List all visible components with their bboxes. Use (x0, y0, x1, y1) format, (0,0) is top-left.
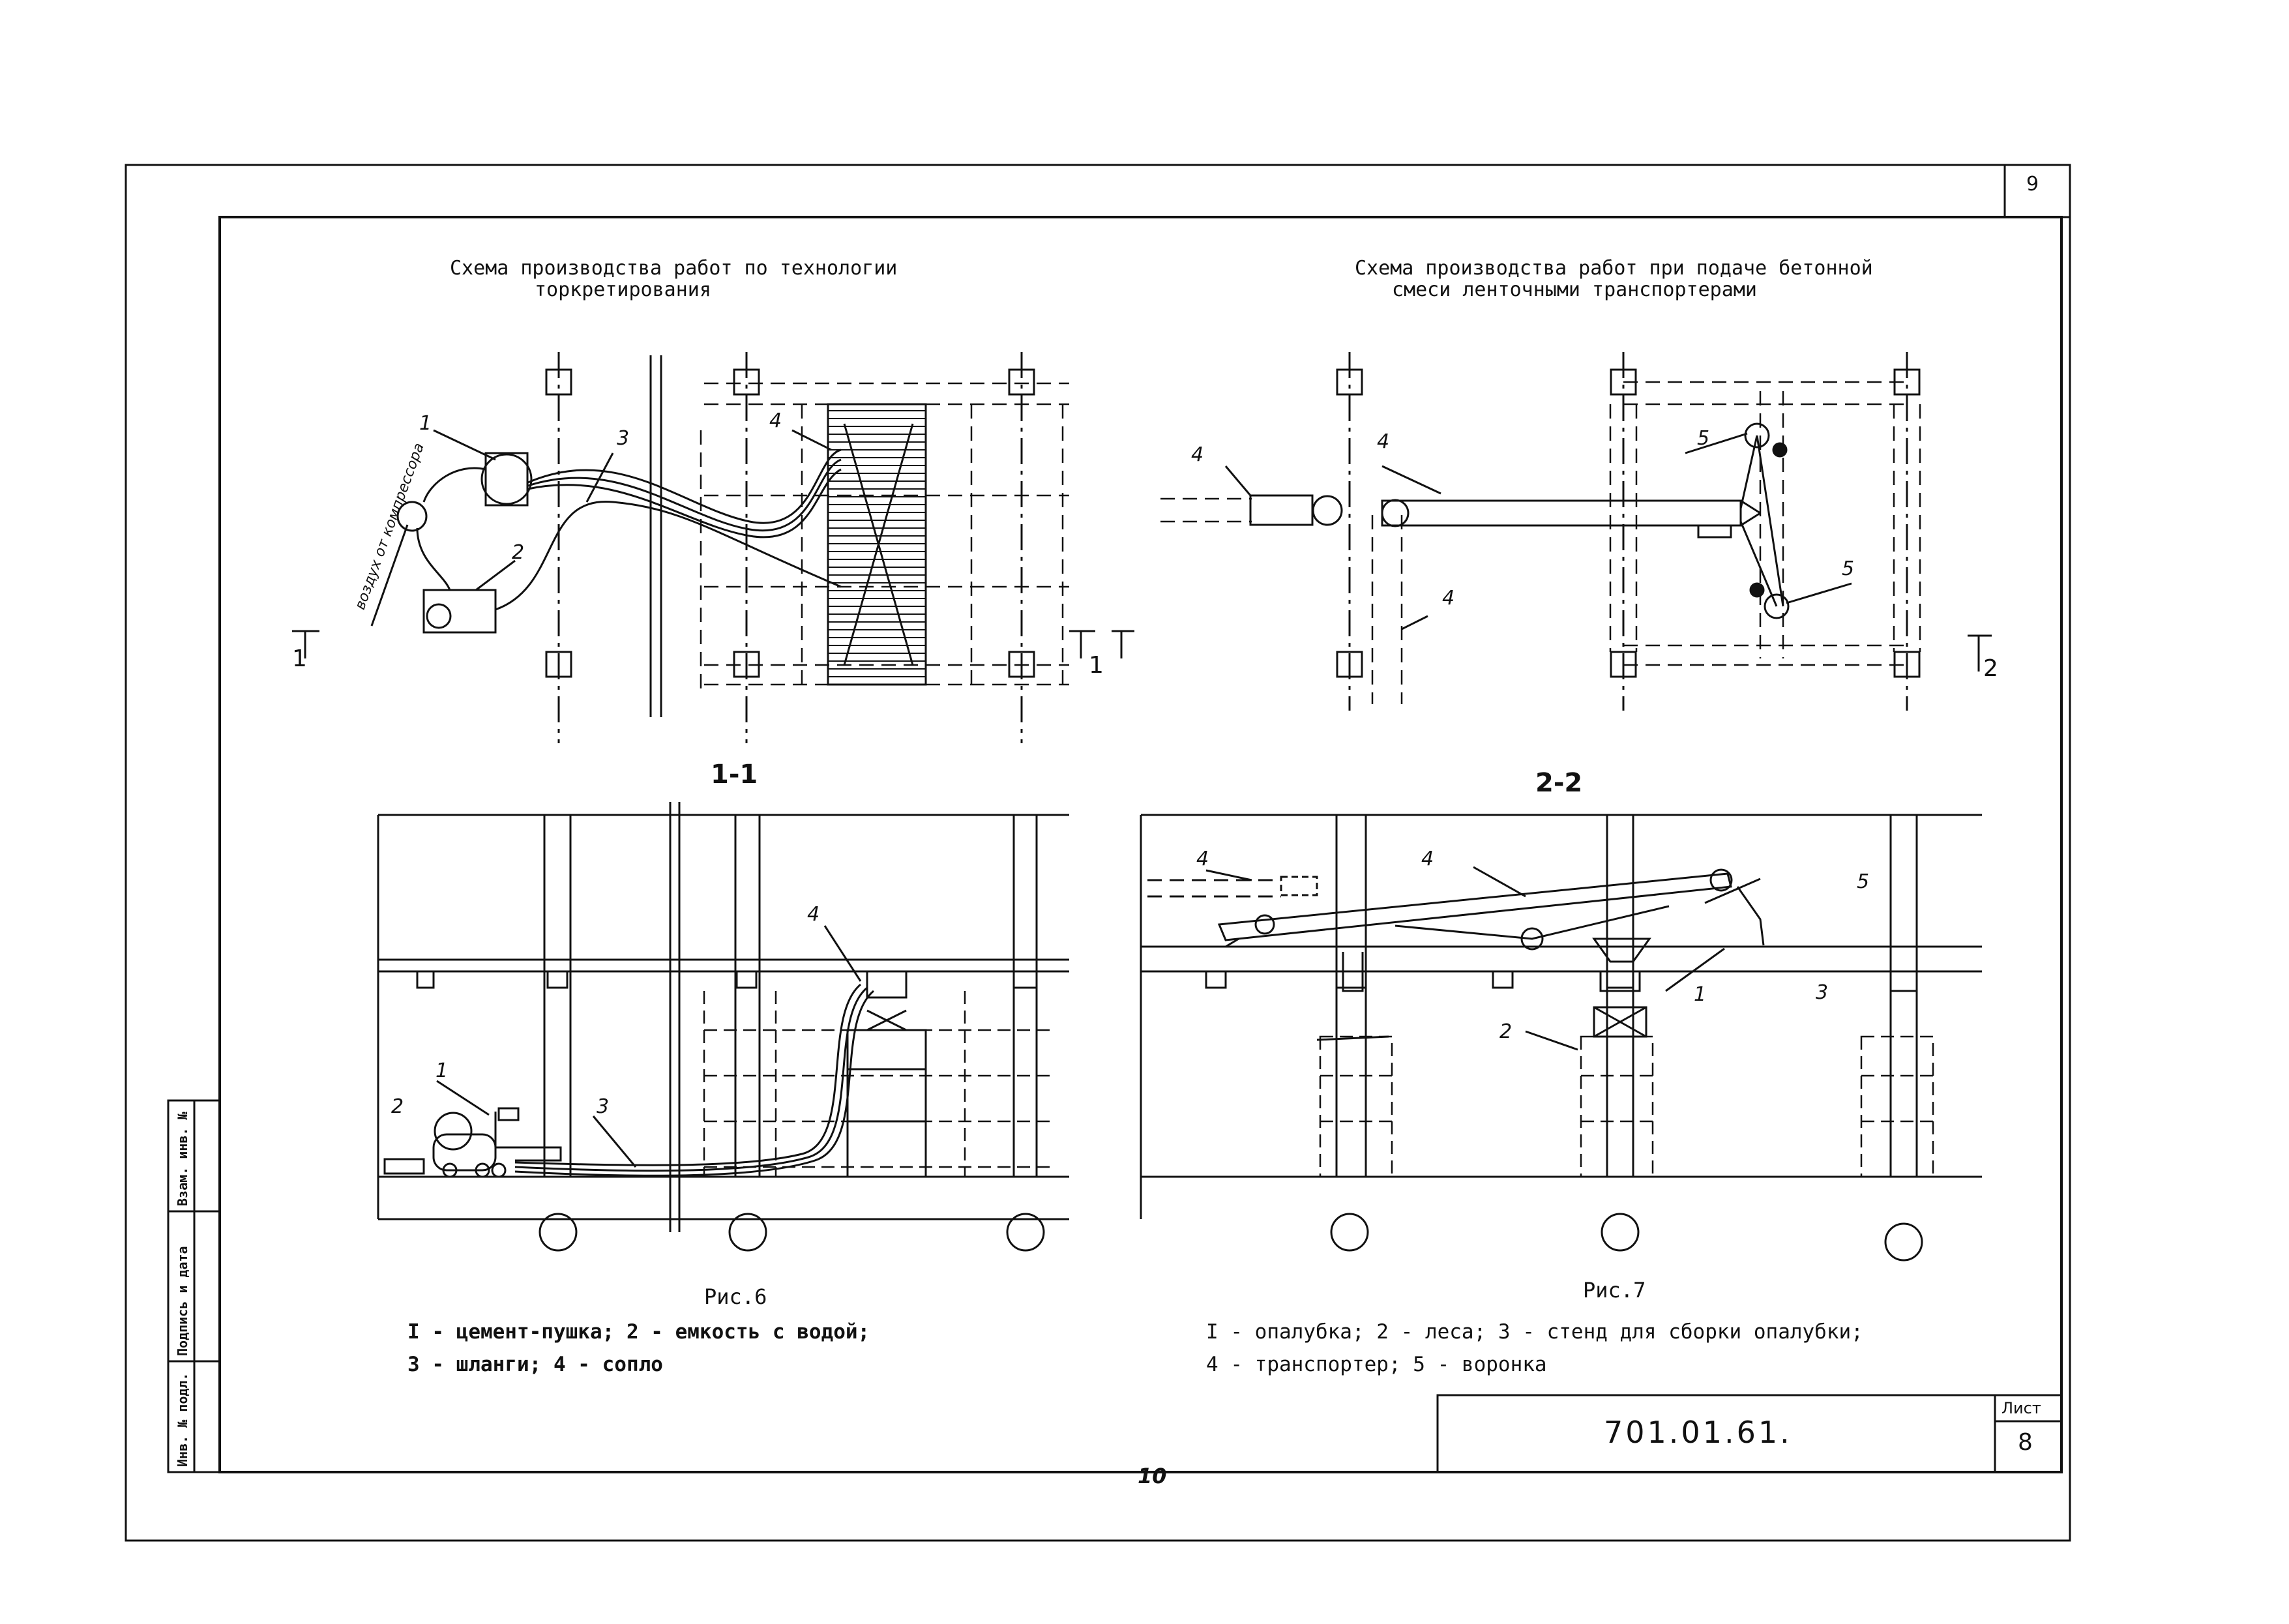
fig6-caption: Рис.6 (704, 1284, 767, 1309)
right-scheme-title-line1: Схема производства работ при подаче бето… (1355, 257, 1873, 280)
section-1-1 (377, 802, 1069, 1252)
section-2-callout-4b: 4 (1421, 848, 1434, 870)
section-2-callout-4a: 4 (1196, 848, 1209, 870)
bottom-page-number: 10 (1138, 1464, 1167, 1488)
section-title-2-2: 2-2 (1535, 768, 1583, 798)
fig7-caption: Рис.7 (1583, 1278, 1646, 1303)
sheet-label: Лист (2001, 1399, 2041, 1417)
left-scheme-title-line1: Схема производства работ по технологии (450, 257, 898, 280)
section-title-1-1: 1-1 (711, 760, 758, 790)
section-2-2 (1140, 814, 1982, 1262)
corner-page-number: 9 (2026, 173, 2039, 196)
corner-number-box (2003, 164, 2071, 218)
section-mark-left-1: 1 (292, 645, 307, 672)
left-plan-callout-4: 4 (769, 409, 782, 432)
section-2-callout-5: 5 (1857, 870, 1870, 893)
fig7-legend-line2: 4 - транспортер; 5 - воронка (1206, 1353, 1547, 1376)
stamp-inventory-number: Инв. № подл. (175, 1372, 190, 1468)
left-plan-callout-1: 1 (419, 412, 432, 435)
left-plan-callout-3: 3 (617, 427, 630, 450)
left-formwork-hatch (828, 410, 926, 677)
inner-frame (218, 216, 2063, 1473)
title-block (1436, 1394, 2063, 1473)
section-mark-right-2: 2 (1983, 655, 1998, 682)
left-scheme-title-line2: торкретирования (535, 278, 711, 301)
outer-frame (125, 164, 2071, 1542)
right-plan-callout-4a: 4 (1191, 443, 1204, 466)
section-1-callout-1: 1 (436, 1059, 449, 1082)
right-plan-callout-5a: 5 (1697, 427, 1710, 450)
section-2-callout-1: 1 (1694, 983, 1707, 1006)
right-plan-callout-5b: 5 (1842, 557, 1855, 580)
stamp-signature-date: Подпись и дата (175, 1246, 190, 1356)
section-2-callout-3: 3 (1816, 981, 1829, 1004)
fig7-legend-line1: I - опалубка; 2 - леса; 3 - стенд для сб… (1206, 1320, 1863, 1344)
section-mark-left-2: 1 (1089, 652, 1104, 679)
right-scheme-title-line2: смеси ленточными транспортерами (1392, 278, 1757, 301)
right-plan (1160, 352, 1992, 711)
left-hoses (292, 429, 1134, 658)
fig6-legend-line2: 3 - шланги; 4 - сопло (407, 1353, 663, 1376)
section-2-callout-2: 2 (1499, 1020, 1513, 1043)
right-plan-callout-4b: 4 (1377, 430, 1390, 453)
left-plan (545, 352, 1069, 743)
section-1-callout-2: 2 (391, 1095, 404, 1118)
section-1-callout-3: 3 (597, 1095, 610, 1118)
right-plan-callout-4c: 4 (1442, 587, 1455, 610)
section-1-callout-4: 4 (807, 903, 820, 926)
sheet-number: 8 (2018, 1429, 2033, 1456)
document-code: 701.01.61. (1604, 1415, 1792, 1450)
stamp-replaced-inventory: Взам. инв. № (175, 1112, 190, 1207)
left-plan-callout-2: 2 (512, 541, 525, 564)
fig6-legend-line1: I - цемент-пушка; 2 - емкость с водой; (407, 1320, 870, 1344)
